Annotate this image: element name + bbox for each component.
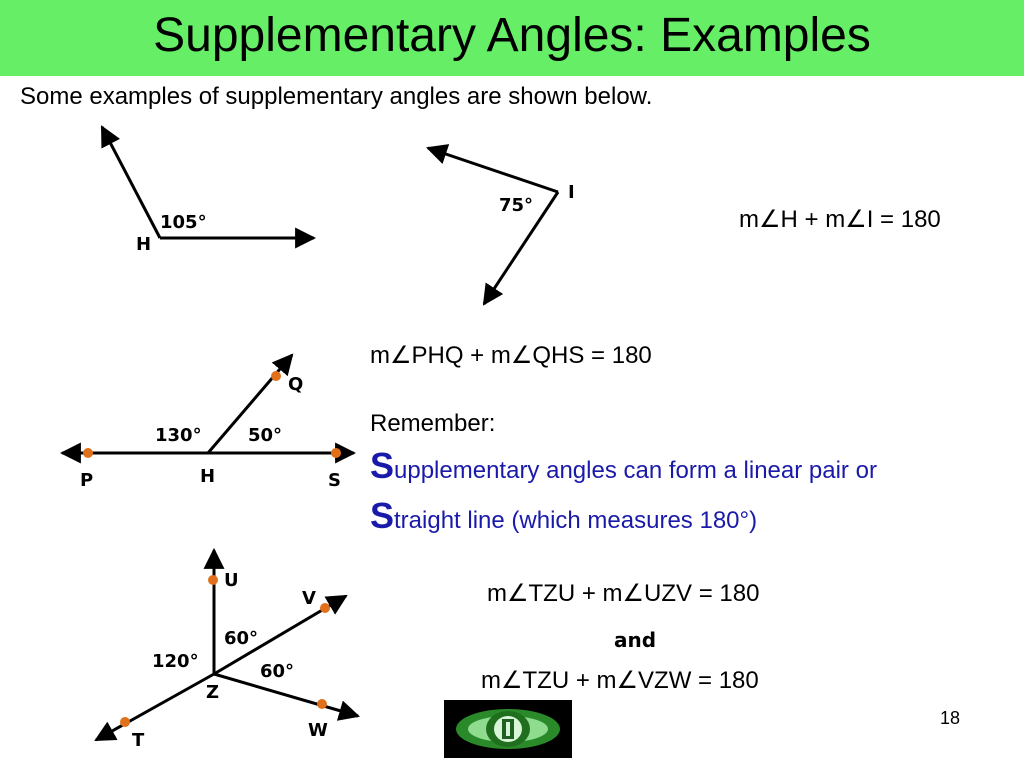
angle-uzv-value: 60°: [224, 628, 258, 649]
point-u: [208, 575, 218, 585]
ray-i-lower: [482, 191, 560, 306]
label-h: H: [200, 466, 215, 487]
linear-pair-diagram: 130° 50° P H S Q: [59, 353, 357, 491]
ray-hq: [206, 353, 294, 454]
point-p: [83, 448, 93, 458]
point-w: [317, 699, 327, 709]
angle-h-value: 105°: [160, 212, 207, 233]
remember-initial-2: S: [370, 495, 395, 536]
point-t: [120, 717, 130, 727]
label-s: S: [328, 470, 341, 491]
label-q: Q: [288, 374, 303, 395]
remember-text-1: upplementary angles can form a linear pa…: [394, 457, 877, 484]
angle-h-diagram: 105° H: [100, 125, 317, 255]
equation-phq-qhs: m∠PHQ + m∠QHS = 180: [370, 342, 652, 369]
label-v: V: [302, 588, 316, 609]
equation-tzu-uzv: m∠TZU + m∠UZV = 180: [487, 580, 760, 607]
ray-zw: [213, 672, 361, 721]
ray-i-upper: [426, 144, 559, 194]
angle-vzw-value: 60°: [260, 661, 294, 682]
remember-line-2: Straight line (which measures 180°): [370, 496, 757, 541]
title-bar: [0, 0, 1024, 76]
label-w: W: [308, 720, 328, 741]
slide-title: Supplementary Angles: Examples: [153, 9, 871, 62]
equation-h-i: m∠H + m∠I = 180: [739, 206, 941, 233]
remember-label: Remember:: [370, 410, 496, 437]
angle-h-label: H: [136, 234, 151, 255]
ray-zt: [94, 672, 215, 742]
angle-phq-value: 130°: [155, 425, 202, 446]
remember-text-2: traight line (which measures 180°): [394, 507, 758, 534]
angle-qhs-value: 50°: [248, 425, 282, 446]
angle-i-diagram: 75° I: [426, 144, 575, 306]
label-z: Z: [206, 682, 219, 703]
page-number: 18: [940, 708, 961, 728]
and-connector: and: [614, 628, 657, 652]
eye-logo-icon: [444, 700, 572, 758]
angles-z-diagram: 120° 60° 60° U V Z T W: [94, 547, 361, 751]
point-q: [271, 371, 281, 381]
label-u: U: [224, 570, 239, 591]
intro-text: Some examples of supplementary angles ar…: [20, 83, 653, 110]
ray-zv: [213, 594, 348, 676]
remember-initial-1: S: [370, 445, 395, 486]
equation-tzu-vzw: m∠TZU + m∠VZW = 180: [481, 667, 759, 694]
label-p: P: [80, 470, 93, 491]
angle-i-value: 75°: [499, 195, 533, 216]
label-t: T: [132, 730, 145, 751]
angle-i-label: I: [568, 182, 575, 203]
remember-line-1: Supplementary angles can form a linear p…: [370, 446, 877, 491]
point-s: [331, 448, 341, 458]
point-v: [320, 603, 330, 613]
ray-h-upper: [100, 125, 162, 239]
angle-tzu-value: 120°: [152, 651, 199, 672]
